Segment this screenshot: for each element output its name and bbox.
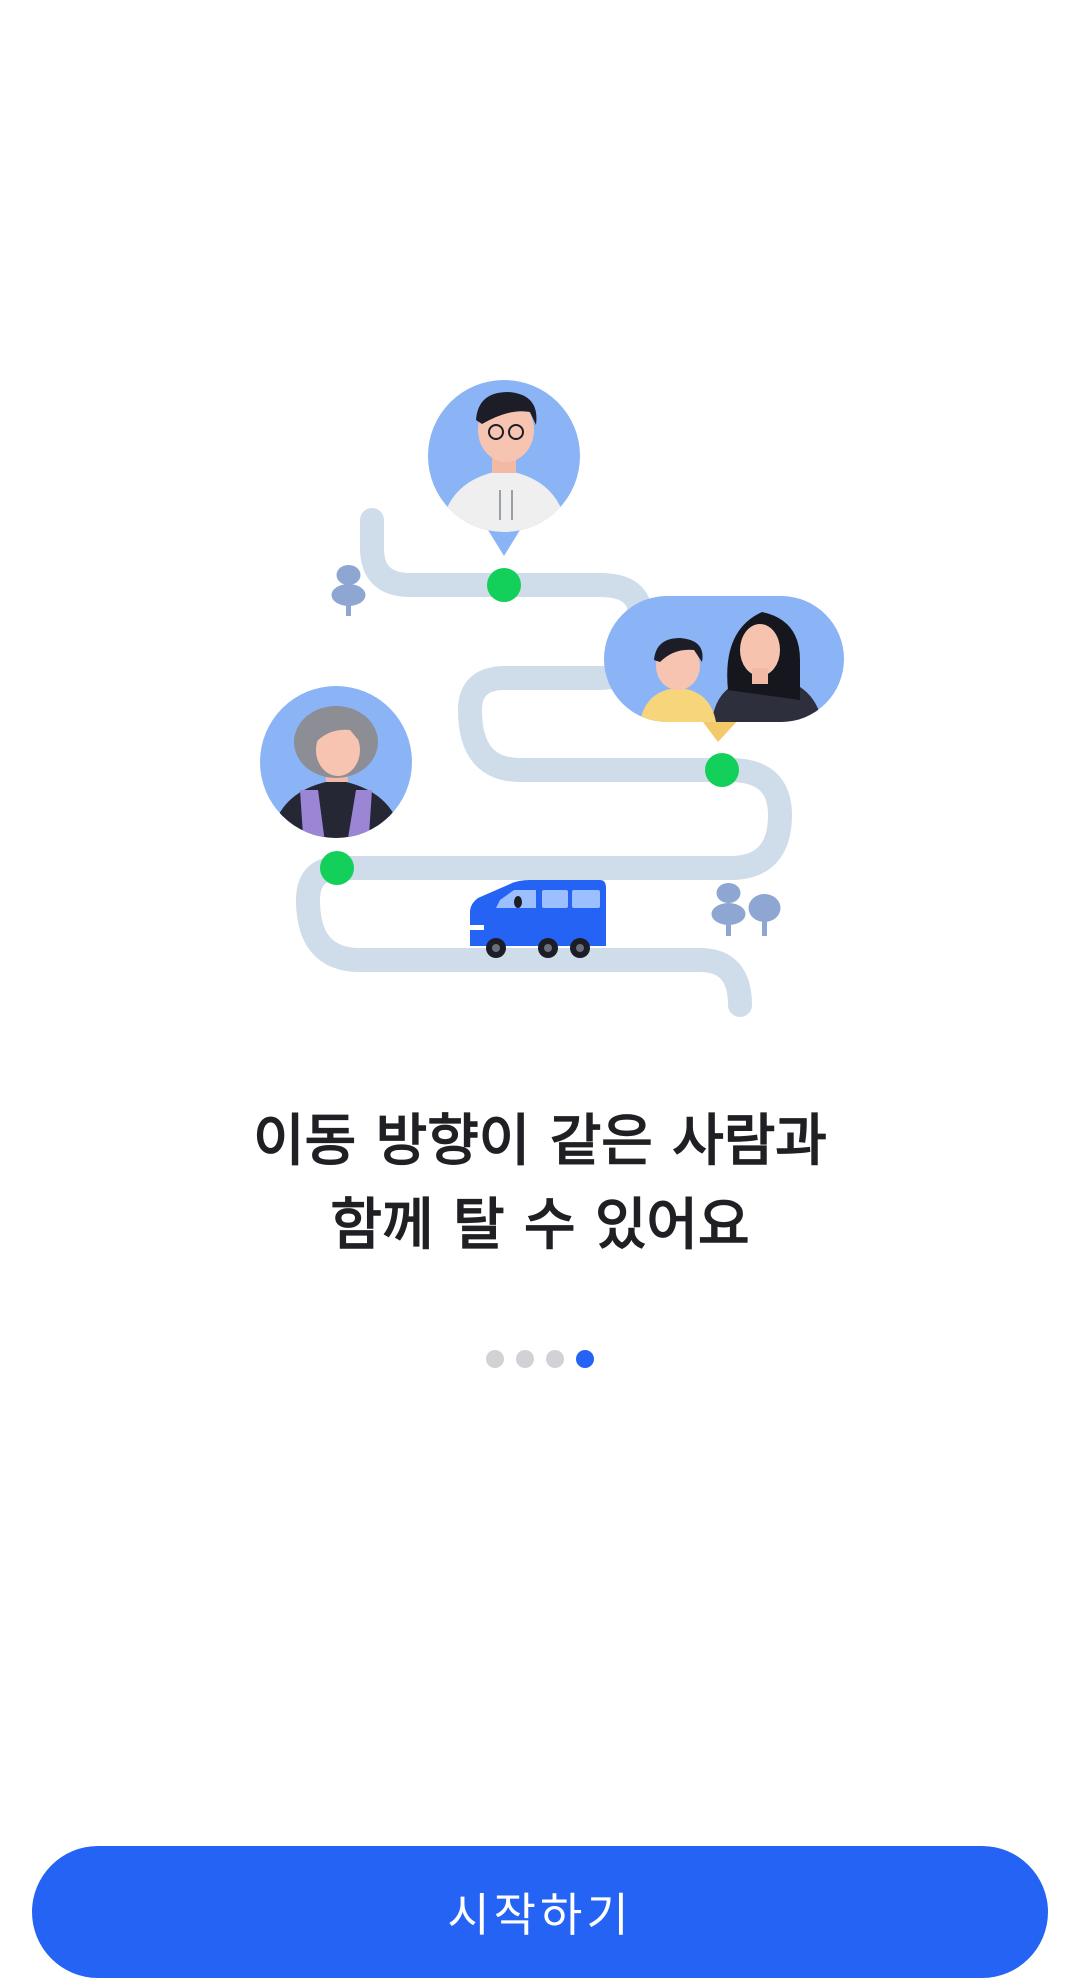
page-dot-4-active xyxy=(576,1350,594,1368)
avatar-grandmother xyxy=(260,686,412,838)
tree-icon xyxy=(711,883,746,936)
tree-icon xyxy=(748,894,781,936)
van-icon xyxy=(470,880,606,958)
page-dot-3 xyxy=(546,1350,564,1368)
tree-icon xyxy=(331,565,366,616)
headline-line-2: 함께 탈 수 있어요 xyxy=(330,1193,750,1258)
stop-marker xyxy=(487,568,521,602)
onboarding-headline: 이동 방향이 같은 사람과 함께 탈 수 있어요 xyxy=(0,1100,1080,1268)
page-dot-1 xyxy=(486,1350,504,1368)
headline-line-1: 이동 방향이 같은 사람과 xyxy=(253,1109,827,1174)
route-illustration-svg xyxy=(260,380,844,1017)
stop-marker xyxy=(320,851,354,885)
avatar-family xyxy=(604,596,844,742)
start-button[interactable]: 시작하기 xyxy=(32,1846,1048,1978)
avatar-man xyxy=(428,380,580,556)
start-button-label: 시작하기 xyxy=(447,1888,633,1942)
page-dot-2 xyxy=(516,1350,534,1368)
onboarding-illustration xyxy=(0,340,1080,1040)
stop-marker xyxy=(705,753,739,787)
page-indicator xyxy=(0,1350,1080,1368)
